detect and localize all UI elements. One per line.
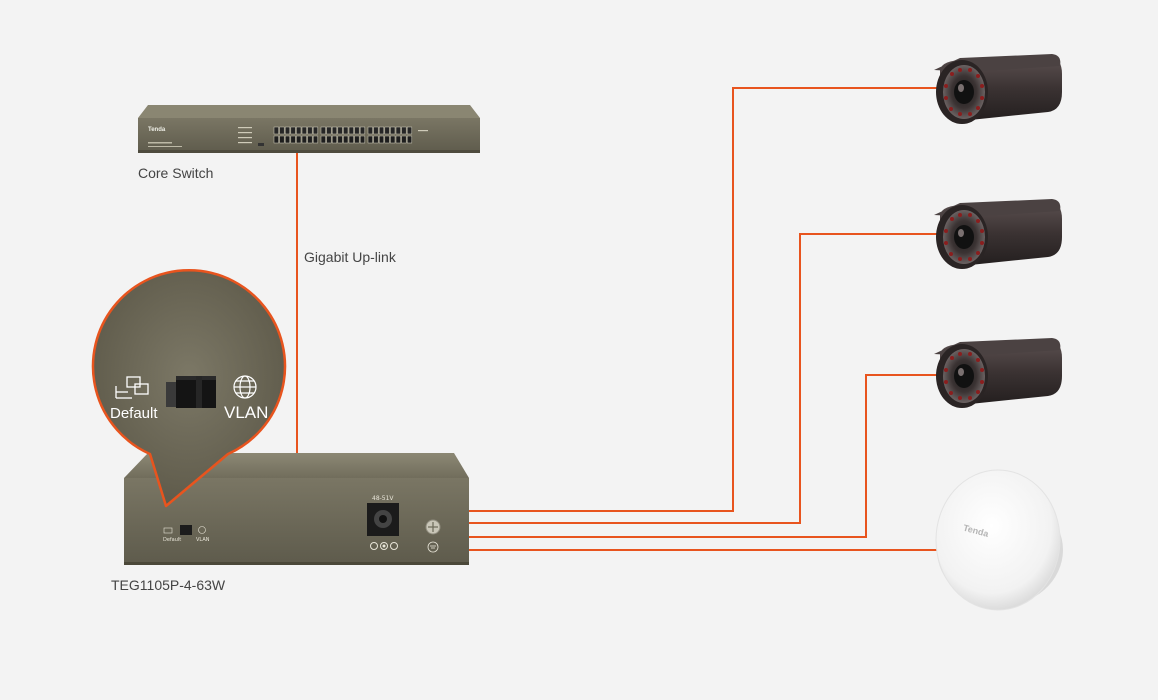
ethernet-port	[378, 126, 385, 135]
link-lines	[296, 87, 945, 551]
ethernet-port	[406, 135, 413, 144]
callout-vlan-label: VLAN	[224, 403, 268, 422]
link-camera-2	[469, 233, 940, 524]
dip-switch-icon	[166, 376, 216, 408]
ethernet-port	[312, 126, 319, 135]
core-switch: Tenda	[138, 105, 480, 153]
vlan-globe-icon	[233, 375, 257, 399]
ground-symbol-icon	[427, 541, 439, 553]
bullet-camera-icon	[934, 338, 1062, 408]
core-switch-brand: Tenda	[148, 127, 166, 133]
ethernet-port	[331, 135, 338, 144]
poe-switch-model-label: TEG1105P-4-63W	[111, 577, 226, 593]
ethernet-port	[395, 135, 401, 144]
ethernet-port	[354, 126, 360, 135]
ethernet-port	[326, 126, 332, 135]
power-rating-label: 48-51V	[372, 495, 394, 502]
ethernet-port	[337, 126, 343, 135]
ethernet-port	[296, 126, 302, 135]
ethernet-port	[307, 126, 313, 135]
camera-3	[934, 338, 1062, 408]
ethernet-port	[284, 135, 291, 144]
ethernet-port	[384, 135, 390, 144]
ethernet-port	[367, 126, 373, 135]
ethernet-port	[290, 135, 296, 144]
ethernet-port	[373, 126, 379, 135]
default-mode-icon	[115, 376, 149, 399]
ethernet-port	[373, 135, 379, 144]
ethernet-port	[279, 135, 285, 144]
callout-default-label: Default	[110, 405, 158, 422]
ethernet-port	[343, 126, 349, 135]
ethernet-port	[384, 126, 390, 135]
panel-default-label: Default	[163, 537, 181, 543]
ethernet-port	[326, 135, 332, 144]
ethernet-port	[337, 135, 343, 144]
ethernet-port	[301, 126, 307, 135]
ethernet-port	[343, 135, 349, 144]
ethernet-port	[290, 126, 296, 135]
core-switch-label: Core Switch	[138, 165, 214, 181]
ethernet-port	[301, 135, 307, 144]
ethernet-port	[348, 126, 354, 135]
ethernet-port	[331, 126, 338, 135]
camera-2	[934, 199, 1062, 269]
ethernet-port	[395, 126, 401, 135]
ethernet-port	[390, 135, 396, 144]
panel-vlan-label: VLAN	[196, 537, 210, 543]
ethernet-port	[367, 135, 373, 144]
uplink-label: Gigabit Up-link	[304, 249, 396, 265]
ethernet-port	[273, 135, 279, 144]
ethernet-port	[359, 126, 366, 135]
ethernet-port	[354, 135, 360, 144]
link-camera-1	[469, 87, 940, 512]
ethernet-port	[320, 126, 326, 135]
ethernet-port	[284, 126, 291, 135]
bullet-camera-icon	[934, 199, 1062, 269]
camera-1	[934, 54, 1062, 124]
ethernet-port	[273, 126, 279, 135]
ethernet-port	[401, 126, 407, 135]
ethernet-port	[312, 135, 319, 144]
ethernet-port	[320, 135, 326, 144]
mode-switch-callout: Default VLAN	[91, 269, 287, 508]
ethernet-port	[378, 135, 385, 144]
ethernet-port	[279, 126, 285, 135]
ethernet-port	[348, 135, 354, 144]
ethernet-port	[359, 135, 366, 144]
ceiling-access-point: Tenda	[935, 469, 1063, 611]
ethernet-port	[307, 135, 313, 144]
ethernet-port	[401, 135, 407, 144]
mode-dip-switch: Default VLAN	[163, 525, 210, 543]
switch-port-bank	[273, 126, 413, 144]
bullet-camera-icon	[934, 54, 1062, 124]
ethernet-port	[390, 126, 396, 135]
ethernet-port	[296, 135, 302, 144]
ethernet-port	[406, 126, 413, 135]
link-camera-3	[469, 374, 940, 538]
